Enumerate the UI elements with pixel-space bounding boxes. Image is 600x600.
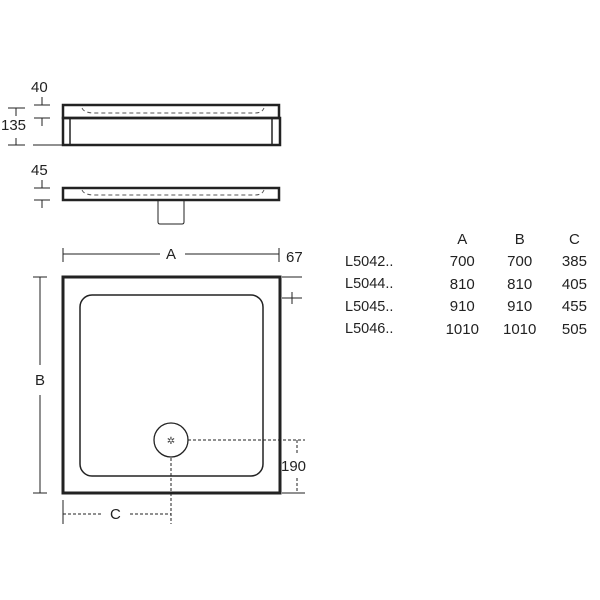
header-a: A [457,230,468,248]
side-view-low [34,180,281,225]
dim-c-label: C [110,506,121,523]
row-code: L5045.. [345,298,394,315]
row-a: 910 [449,298,475,316]
dim-a-label: A [166,246,177,263]
table-header-row: A B C [345,228,600,251]
row-code: L5044.. [345,276,394,293]
row-a: 810 [449,275,475,293]
plan-view: ✲ [33,248,305,524]
table-row: L5042.. 700 700 385 [345,251,600,274]
header-code [345,228,434,251]
row-a: 1010 [445,320,479,338]
dim-waste-from-edge: 190 [281,458,307,475]
row-c: 385 [561,253,587,271]
dim-b-label: B [35,372,46,389]
row-b: 910 [507,298,533,316]
row-b: 1010 [503,320,537,338]
table-row: L5046.. 1010 1010 505 [345,318,600,341]
row-a: 700 [449,253,475,271]
row-c: 405 [561,275,587,293]
table-row: L5045.. 910 910 455 [345,296,600,319]
dim-total-height: 135 [1,117,27,134]
svg-text:✲: ✲ [167,436,175,447]
header-b: B [514,230,525,248]
row-code: L5046.. [345,321,394,338]
row-code: L5042.. [345,253,394,270]
sizes-table: A B C L5042.. 700 700 385 L5044.. 810 81… [345,228,600,341]
table-row: L5044.. 810 810 405 [345,273,600,296]
row-b: 700 [507,253,533,271]
side-view-panel [8,97,282,147]
dim-edge-offset: 67 [286,249,303,266]
row-c: 455 [561,298,587,316]
row-c: 505 [561,320,587,338]
dim-low-height: 45 [31,162,48,179]
row-b: 810 [507,275,533,293]
dim-rim-height: 40 [31,79,48,96]
header-c: C [569,230,580,248]
